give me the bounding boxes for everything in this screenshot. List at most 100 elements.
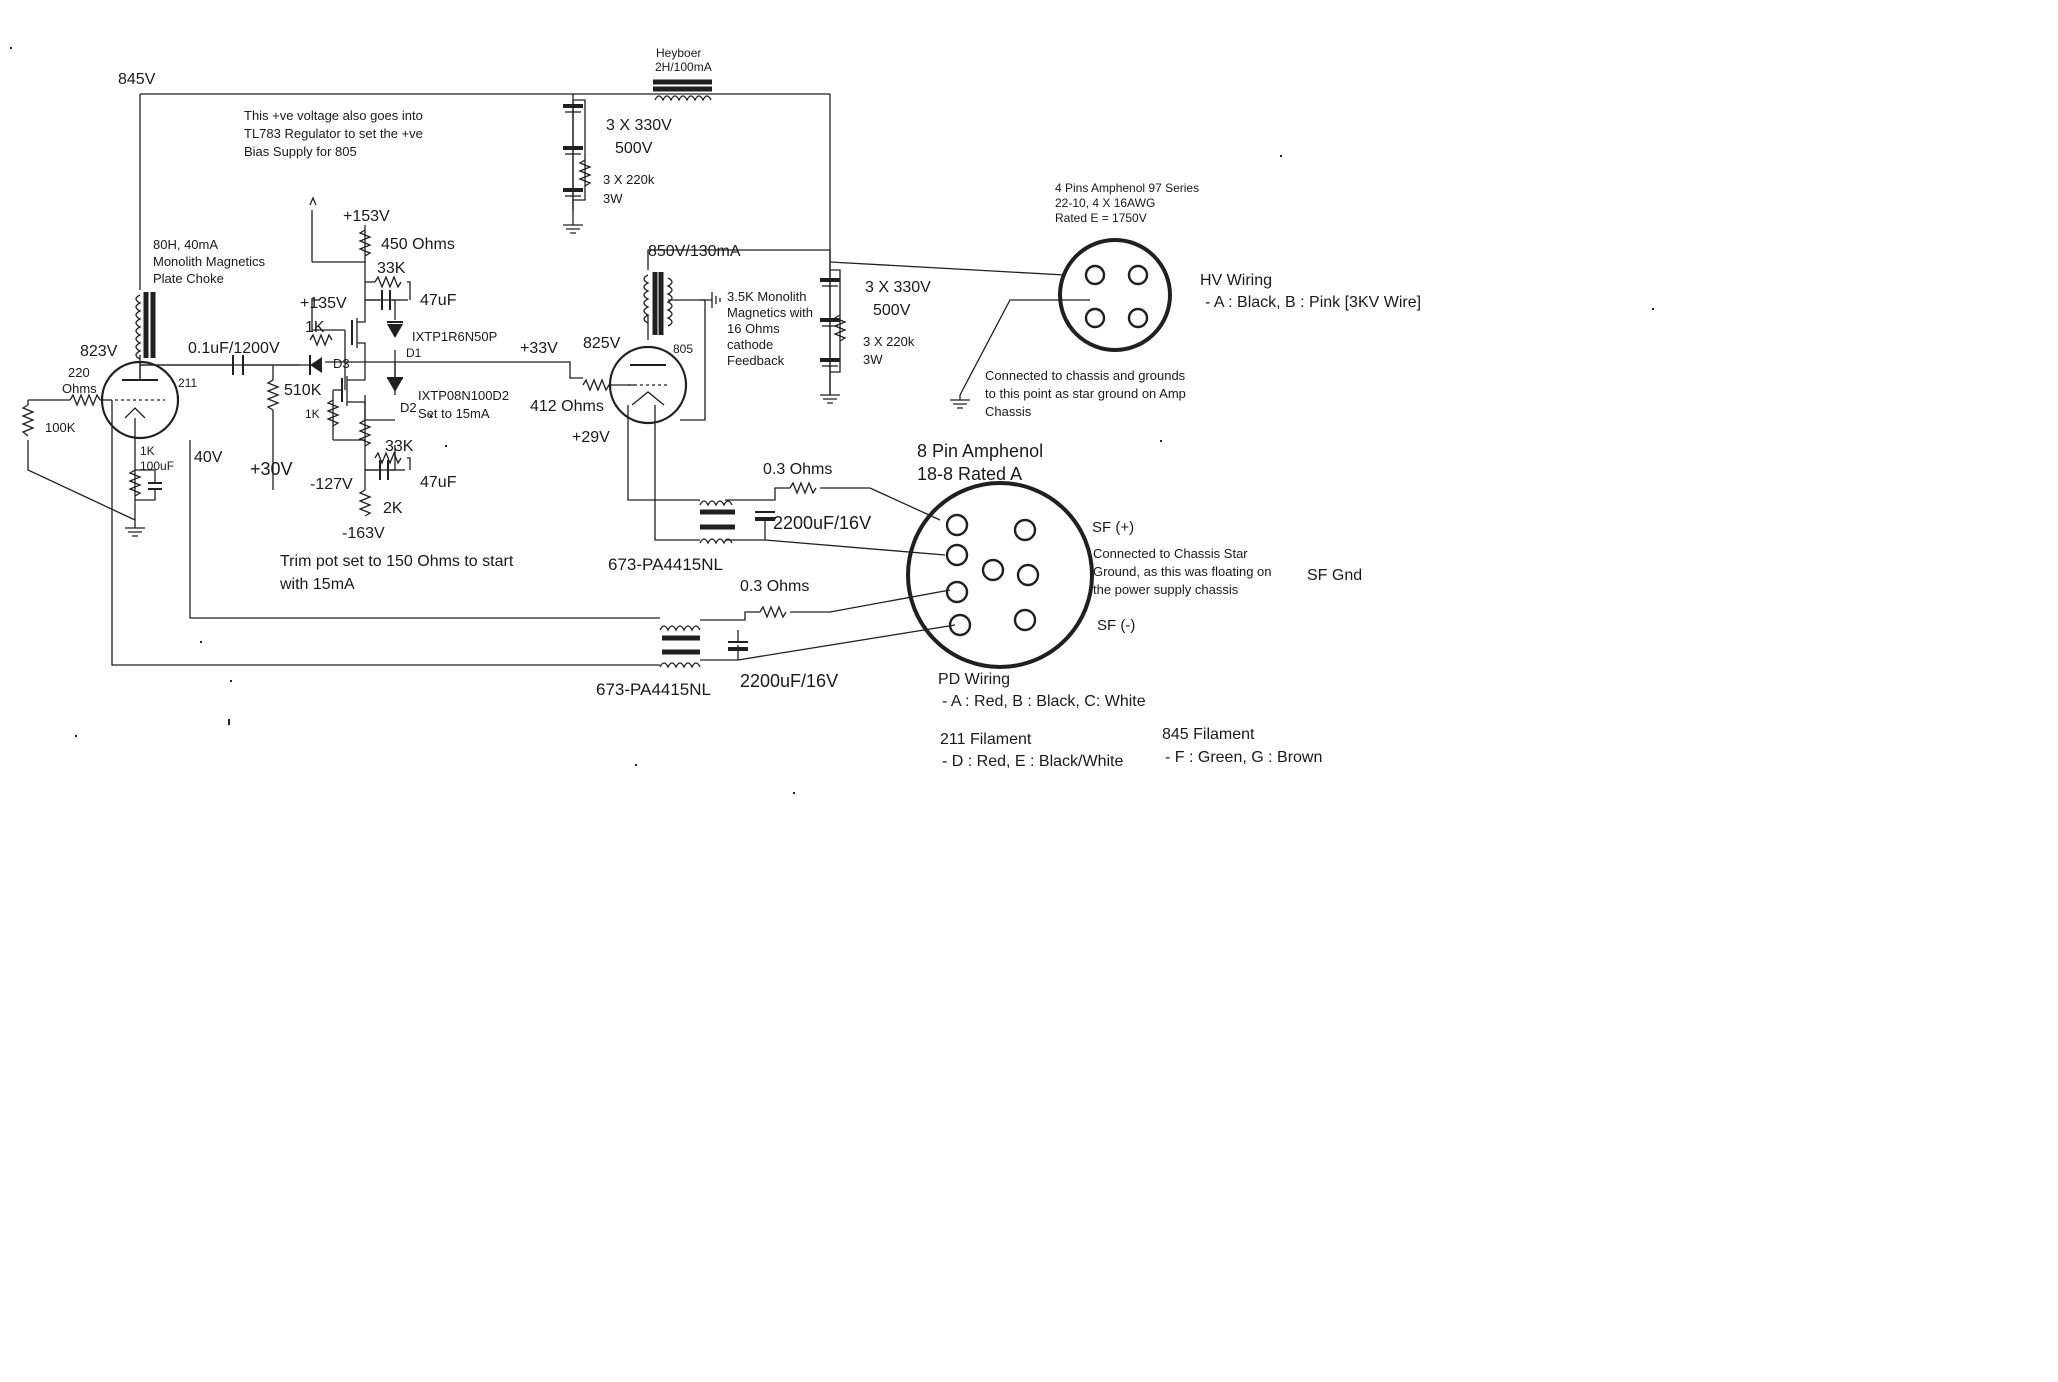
label-d3: D3 — [333, 356, 350, 371]
label-res-bank-right-watt: 3W — [863, 352, 883, 367]
label-850v: 850V/130mA — [648, 243, 741, 260]
label-845-filament-desc: - F : Green, G : Brown — [1165, 749, 1322, 766]
label-29v: +29V — [572, 429, 610, 446]
label-1k-cathode: 1K — [140, 444, 155, 458]
label-coupling-cap: 0.1uF/1200V — [188, 340, 280, 357]
label-03-ohms-bottom: 0.3 Ohms — [740, 578, 809, 595]
label-pd-wiring: PD Wiring — [938, 671, 1010, 688]
label-opt-5: Feedback — [727, 353, 785, 368]
label-cap-bank-right-volt: 500V — [873, 302, 911, 319]
label-mosfet-2: IXTP08N100D2 — [418, 388, 509, 403]
label-heyboer: Heyboer — [656, 46, 701, 60]
label-inductor-top: 673-PA4415NL — [608, 555, 723, 574]
inductor-top — [699, 500, 735, 545]
label-cap-bank-top-volt: 500V — [615, 140, 653, 157]
label-choke-3: Plate Choke — [153, 271, 224, 286]
label-trim-1: Trim pot set to 150 Ohms to start — [280, 553, 514, 570]
label-ground-2: to this point as star ground on Amp — [985, 386, 1186, 401]
label-res-bank-right: 3 X 220k — [863, 334, 915, 349]
label-ground-1: Connected to chassis and grounds — [985, 368, 1186, 383]
label-amphenol-8-title: 8 Pin Amphenol — [917, 441, 1043, 461]
label-choke-2: Monolith Magnetics — [153, 254, 265, 269]
label-opt-3: 16 Ohms — [727, 321, 780, 336]
label-opt-4: cathode — [727, 337, 773, 352]
label-d1: D1 — [406, 346, 422, 360]
label-33k-top: 33K — [377, 260, 406, 277]
label-47uf-top: 47uF — [420, 292, 457, 309]
label-star-2: Ground, as this was floating on — [1093, 564, 1272, 579]
label-2200uf-bottom: 2200uF/16V — [740, 671, 838, 691]
label-450-ohms: 450 Ohms — [381, 236, 455, 253]
label-sf-minus: SF (-) — [1097, 617, 1135, 634]
output-transformer-805 — [643, 272, 721, 335]
semiconductors — [309, 196, 403, 420]
label-845v: 845V — [118, 71, 156, 88]
stray-marks — [10, 47, 1654, 794]
label-set-15ma: Set to 15mA — [418, 406, 490, 421]
label-minus-163v: -163V — [342, 525, 385, 542]
tube-211 — [100, 360, 180, 445]
label-cap-bank-top: 3 X 330V — [606, 117, 672, 134]
label-amphenol-4-title: 4 Pins Amphenol 97 Series — [1055, 181, 1199, 195]
label-tube-805: 805 — [673, 342, 693, 356]
label-amphenol-4-wire: 22-10, 4 X 16AWG — [1055, 196, 1155, 210]
inductor-bottom — [659, 625, 701, 669]
label-30v: +30V — [250, 459, 293, 479]
label-sf-plus: SF (+) — [1092, 519, 1134, 536]
label-825v: 825V — [583, 335, 621, 352]
label-mosfet-1: IXTP1R6N50P — [412, 329, 497, 344]
label-hv-wiring-desc: - A : Black, B : Pink [3KV Wire] — [1205, 294, 1421, 311]
label-33v: +33V — [520, 340, 558, 357]
label-1k-left: 1K — [305, 407, 320, 421]
label-amphenol-4-rating: Rated E = 1750V — [1055, 211, 1147, 225]
label-pd-wiring-desc: - A : Red, B : Black, C: White — [942, 693, 1146, 710]
heyboer-choke — [653, 79, 712, 102]
label-211-filament-desc: - D : Red, E : Black/White — [942, 753, 1123, 770]
label-opt-2: Magnetics with — [727, 305, 813, 320]
label-03-ohms-top: 0.3 Ohms — [763, 461, 832, 478]
capacitors — [135, 99, 841, 651]
label-220: 220 — [68, 365, 90, 380]
label-inductor-bottom: 673-PA4415NL — [596, 680, 711, 699]
label-note-1: This +ve voltage also goes into — [244, 108, 423, 123]
label-res-bank-top: 3 X 220k — [603, 172, 655, 187]
label-153v: +153V — [343, 208, 390, 225]
label-47uf-bottom: 47uF — [420, 474, 457, 491]
label-star-3: the power supply chassis — [1093, 582, 1239, 597]
amphenol-4-pin — [1058, 238, 1172, 352]
label-star-1: Connected to Chassis Star — [1093, 546, 1248, 561]
label-sf-gnd: SF Gnd — [1307, 567, 1362, 584]
label-amphenol-8-rating: 18-8 Rated A — [917, 464, 1022, 484]
label-choke-1: 80H, 40mA — [153, 237, 218, 252]
amphenol-8-pin — [906, 481, 1094, 669]
label-note-2: TL783 Regulator to set the +ve — [244, 126, 423, 141]
label-412-ohms: 412 Ohms — [530, 398, 604, 415]
label-40v: 40V — [194, 449, 223, 466]
label-100uf: 100uF — [140, 459, 174, 473]
ground-symbols — [125, 395, 970, 537]
label-note-3: Bias Supply for 805 — [244, 144, 357, 159]
label-510k: 510K — [284, 382, 322, 399]
label-res-bank-top-watt: 3W — [603, 191, 623, 206]
label-845-filament: 845 Filament — [1162, 726, 1255, 743]
label-823v: 823V — [80, 343, 118, 360]
label-ground-3: Chassis — [985, 404, 1032, 419]
label-220-ohms: Ohms — [62, 381, 97, 396]
label-opt-1: 3.5K Monolith — [727, 289, 807, 304]
label-heyboer-spec: 2H/100mA — [655, 60, 712, 74]
label-tube-211: 211 — [178, 376, 197, 390]
label-100k: 100K — [45, 420, 76, 435]
label-211-filament: 211 Filament — [940, 731, 1032, 748]
label-d2: D2 — [400, 400, 417, 415]
label-2200uf-top: 2200uF/16V — [773, 513, 871, 533]
label-135v: +135V — [300, 295, 347, 312]
plate-choke-211 — [135, 292, 156, 360]
labels: 845V Heyboer 2H/100mA 3 X 330V 500V 3 X … — [45, 46, 1421, 770]
label-33k-bottom: 33K — [385, 438, 414, 455]
label-minus-127v: -127V — [310, 476, 353, 493]
label-2k: 2K — [383, 500, 403, 517]
label-1k-top: 1K — [305, 319, 325, 336]
label-hv-wiring: HV Wiring — [1200, 272, 1272, 289]
label-cap-bank-right: 3 X 330V — [865, 279, 931, 296]
